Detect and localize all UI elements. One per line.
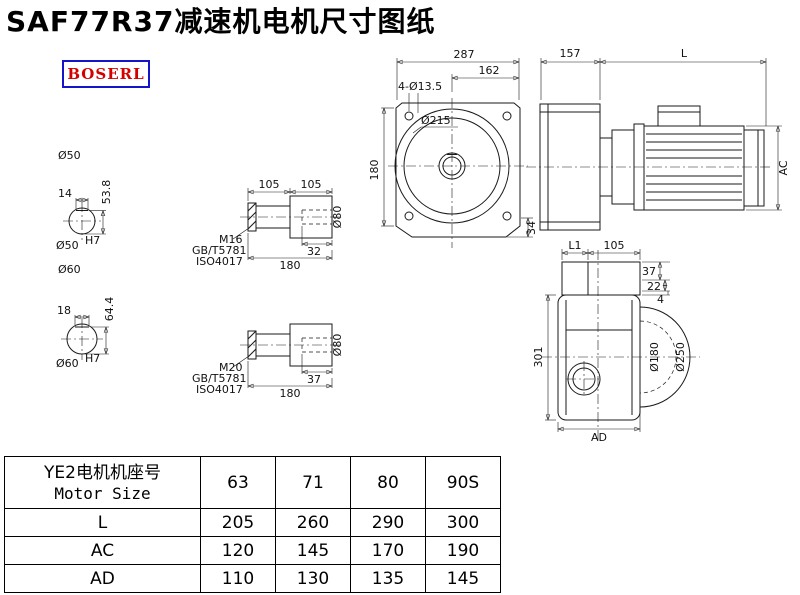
row-l-value-2: 290: [350, 508, 426, 537]
dim-hub20-total-len: 180: [280, 387, 301, 400]
shaft-section-view-60: Ø60 18 64.4 Ø60 H7: [56, 263, 116, 370]
dim-shaft50-fit-sup: H7: [85, 234, 100, 247]
dim-shaft50-key-width: 14: [58, 187, 72, 200]
dim-output-22: 22: [647, 280, 661, 293]
dim-shaft50-dia: Ø50: [58, 149, 81, 162]
dim-output-4: 4: [657, 293, 664, 306]
gearbox-front-view: 287 162 4-Ø13.5 Ø215 180 34: [368, 48, 538, 248]
dim-front-width: 287: [454, 48, 475, 61]
callout-hub16-std2: ISO4017: [196, 255, 243, 268]
dim-shaft50-key-height: 53.8: [100, 180, 113, 205]
dim-output-bolt-circle: Ø180: [648, 342, 661, 372]
dim-front-foot: 34: [525, 221, 538, 235]
terminal-box: [657, 105, 701, 127]
header-motor-size-cell: YE2电机机座号 Motor Size: [4, 456, 201, 509]
row-ad-value-3: 145: [425, 564, 501, 593]
dim-output-37: 37: [642, 265, 656, 278]
dim-front-width-partial: 162: [479, 64, 500, 77]
row-ad-label: AD: [4, 564, 201, 593]
callout-hub20-std2: ISO4017: [196, 383, 243, 396]
dim-shaft60-key-width: 18: [57, 304, 71, 317]
callout-hub16-thread: M16: [219, 233, 243, 246]
callout-hub16-std1: GB/T5781: [192, 244, 247, 257]
brand-logo-text: BOSERL: [67, 65, 145, 83]
callout-bolt-holes: 4-Ø13.5: [398, 80, 442, 93]
header-frame-90s: 90S: [425, 456, 501, 509]
row-ac-value-0: 120: [200, 536, 276, 565]
header-frame-71: 71: [275, 456, 351, 509]
hub-detail-view-m20: 37 180 Ø80 M20 GB/T5781 ISO4017: [192, 323, 344, 400]
row-ac-value-3: 190: [425, 536, 501, 565]
motor-dimension-table: YE2电机机座号 Motor Size 63 71 80 90S L 205 2…: [4, 456, 501, 593]
dim-front-height: 180: [368, 160, 381, 181]
dim-shaft60-dia: Ø60: [58, 263, 81, 276]
technical-drawing: Ø50 14 53.8 Ø50 H7 Ø60 18 64.4 Ø60 H7: [56, 47, 790, 444]
dim-hub16-seg2: 105: [301, 178, 322, 191]
shaft-section-view-50: Ø50 14 53.8 Ø50 H7: [56, 149, 113, 252]
row-ad-value-2: 135: [350, 564, 426, 593]
dim-shaft60-fit: Ø60: [56, 357, 79, 370]
dim-hub16-thread-len: 32: [307, 245, 321, 258]
dim-shaft60-key-height: 64.4: [103, 297, 116, 322]
dim-hub20-dia: Ø80: [331, 334, 344, 357]
row-ac-value-2: 170: [350, 536, 426, 565]
fan-cover: [743, 129, 765, 207]
table-row-ad: AD 110 130 135 145: [4, 564, 501, 593]
table-header-row: YE2电机机座号 Motor Size 63 71 80 90S: [4, 456, 501, 509]
row-ac-value-1: 145: [275, 536, 351, 565]
table-row-ac: AC 120 145 170 190: [4, 536, 501, 565]
dim-output-width: AD: [591, 431, 607, 444]
brand-logo-box: BOSERL: [62, 60, 150, 88]
gearbox-output-view: L1 105 37 22 4 Ø180 Ø250: [532, 239, 700, 444]
header-frame-80: 80: [350, 456, 426, 509]
callout-hub20-std1: GB/T5781: [192, 372, 247, 385]
row-l-label: L: [4, 508, 201, 537]
dim-hub16-seg1: 105: [259, 178, 280, 191]
dim-hub16-total-len: 180: [280, 259, 301, 272]
dim-shaft60-fit-sup: H7: [85, 352, 100, 365]
hub-detail-view-m16: 105 105 32 180 Ø80 M16 GB/T5781 ISO4017: [192, 178, 344, 272]
gearbox-motor-side-view: 157 L AC: [526, 47, 790, 231]
row-ad-value-1: 130: [275, 564, 351, 593]
table-row-l: L 205 260 290 300: [4, 508, 501, 537]
dim-hub16-dia: Ø80: [331, 206, 344, 229]
dim-output-flange-od: Ø250: [674, 342, 687, 372]
dim-side-motor-length: L: [681, 47, 688, 60]
row-l-value-0: 205: [200, 508, 276, 537]
row-ad-value-0: 110: [200, 564, 276, 593]
callout-flange-dia: Ø215: [421, 114, 451, 127]
dim-output-105: 105: [604, 239, 625, 252]
row-l-value-3: 300: [425, 508, 501, 537]
dim-side-motor-dia: AC: [777, 160, 790, 175]
dim-side-gearbox: 157: [560, 47, 581, 60]
row-l-value-1: 260: [275, 508, 351, 537]
header-motor-size-en: Motor Size: [54, 483, 151, 503]
motor-body: [643, 125, 745, 211]
header-frame-63: 63: [200, 456, 276, 509]
header-motor-size-cn: YE2电机机座号: [44, 462, 161, 483]
dim-hub20-thread-len: 37: [307, 373, 321, 386]
row-ac-label: AC: [4, 536, 201, 565]
dim-shaft50-fit: Ø50: [56, 239, 79, 252]
callout-hub20-thread: M20: [219, 361, 243, 374]
dim-output-length: 301: [532, 347, 545, 368]
dim-output-l1: L1: [568, 239, 581, 252]
page-title: SAF77R37减速机电机尺寸图纸: [6, 5, 436, 38]
